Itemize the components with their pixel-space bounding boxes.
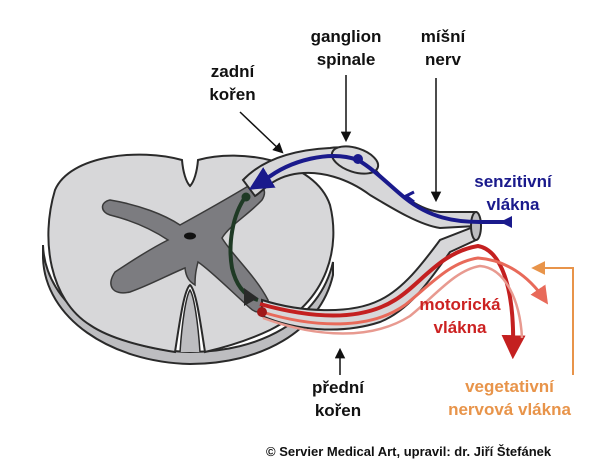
motor-fiber	[259, 243, 526, 360]
label-sensory-line1: senzitivní	[474, 172, 552, 191]
autonomic-pointer	[531, 261, 574, 375]
label-sensory: senzitivní vlákna	[458, 170, 568, 216]
autonomic-fiber-1	[261, 256, 549, 326]
nerve-end	[470, 211, 482, 241]
label-motor-line1: motorická	[419, 295, 501, 314]
credit-line: © Servier Medical Art, upravil: dr. Jiří…	[266, 444, 552, 459]
label-motor: motorická vlákna	[405, 293, 515, 339]
label-spinal-nerve-line2: nerv	[425, 50, 461, 69]
label-ganglion-line1: ganglion	[310, 27, 382, 46]
label-ganglion: ganglion spinale	[296, 25, 396, 71]
label-autonomic: vegetativní nervová vlákna	[432, 375, 587, 421]
label-dorsal-root: zadní kořen	[190, 60, 275, 106]
label-motor-line2: vlákna	[433, 318, 487, 337]
label-dorsal-root-line2: kořen	[209, 85, 256, 104]
label-ventral-root-line1: přední	[312, 378, 364, 397]
label-ganglion-line2: spinale	[316, 50, 376, 69]
dorsal-root-pointer	[239, 111, 284, 154]
label-ventral-root: přední kořen	[298, 376, 378, 422]
label-autonomic-line1: vegetativní	[465, 377, 554, 396]
sensory-fiber	[248, 154, 512, 224]
autonomic-fiber-2	[262, 264, 524, 339]
label-spinal-nerve-line1: míšní	[420, 27, 466, 46]
label-sensory-line2: vlákna	[486, 195, 540, 214]
label-autonomic-line2: nervová vlákna	[448, 400, 571, 419]
label-spinal-nerve: míšní nerv	[408, 25, 478, 71]
label-ventral-root-line2: kořen	[314, 401, 362, 420]
central-canal	[184, 232, 196, 240]
label-dorsal-root-line1: zadní	[210, 62, 255, 81]
